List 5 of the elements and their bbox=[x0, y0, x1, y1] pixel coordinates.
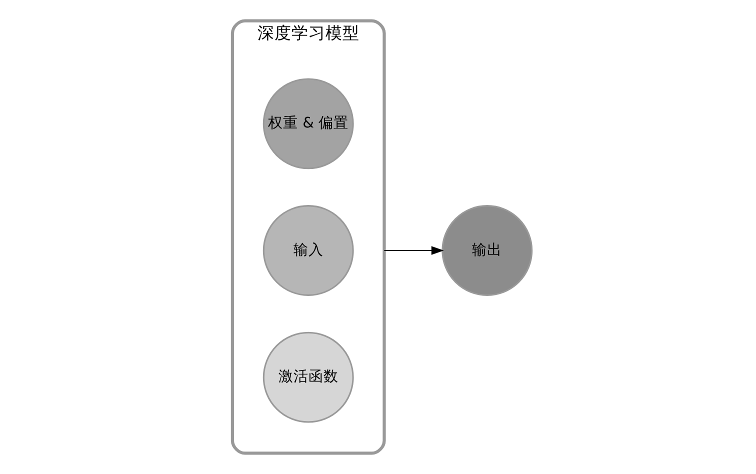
node-circle: 激活函数 bbox=[262, 332, 354, 423]
node-circle: 输出 bbox=[442, 205, 533, 296]
arrow bbox=[384, 246, 444, 255]
node-circle: 权重 & 偏置 bbox=[262, 78, 354, 170]
node-circle: 输入 bbox=[262, 205, 354, 296]
